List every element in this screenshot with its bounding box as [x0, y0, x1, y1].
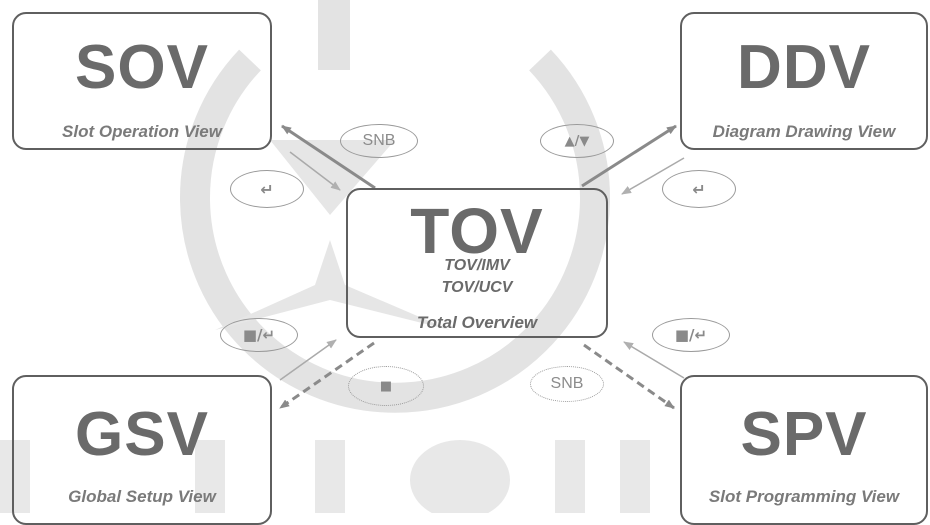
- key-spv-to-tov: ■/↵: [652, 318, 730, 352]
- key-tov-to-spv: SNB: [530, 366, 604, 402]
- arrow-spv-to-tov: [623, 341, 685, 379]
- tov-mode-imv: TOV/IMV: [444, 257, 510, 274]
- arrow-sov-to-tov: [289, 151, 341, 191]
- sov-box: SOV Slot Operation View: [12, 12, 272, 150]
- sov-abbr: SOV: [75, 33, 209, 102]
- arrow-gsv-to-tov: [279, 339, 337, 381]
- key-tov-to-ddv: ▲/▼: [540, 124, 614, 158]
- arrow-tov-to-ddv: [581, 124, 677, 188]
- tov-box: TOV TOV/IMV TOV/UCV Total Overview: [346, 188, 608, 338]
- key-tov-to-sov: SNB: [340, 124, 418, 158]
- tov-name: Total Overview: [416, 313, 538, 332]
- ddv-box: DDV Diagram Drawing View: [680, 12, 928, 150]
- gsv-name: Global Setup View: [68, 487, 216, 506]
- ddv-abbr: DDV: [737, 33, 871, 102]
- key-tov-to-gsv: ■: [348, 366, 424, 406]
- tov-mode-ucv: TOV/UCV: [441, 279, 513, 296]
- transition-arrows: [279, 124, 685, 410]
- arrow-ddv-to-tov: [621, 157, 685, 195]
- arrow-tov-to-gsv: [279, 341, 375, 410]
- gsv-box: GSV Global Setup View: [12, 375, 272, 525]
- arrow-tov-to-sov: [281, 124, 376, 190]
- spv-box: SPV Slot Programming View: [680, 375, 928, 525]
- key-ddv-to-tov: ↵: [662, 170, 736, 208]
- ddv-name: Diagram Drawing View: [712, 122, 896, 141]
- sov-name: Slot Operation View: [62, 122, 222, 141]
- key-sov-to-tov: ↵: [230, 170, 304, 208]
- spv-abbr: SPV: [740, 400, 868, 469]
- arrow-tov-to-spv: [583, 343, 675, 410]
- gsv-abbr: GSV: [75, 400, 209, 469]
- key-gsv-to-tov: ■/↵: [220, 318, 298, 352]
- spv-name: Slot Programming View: [708, 487, 900, 506]
- tov-abbr: TOV: [410, 195, 544, 267]
